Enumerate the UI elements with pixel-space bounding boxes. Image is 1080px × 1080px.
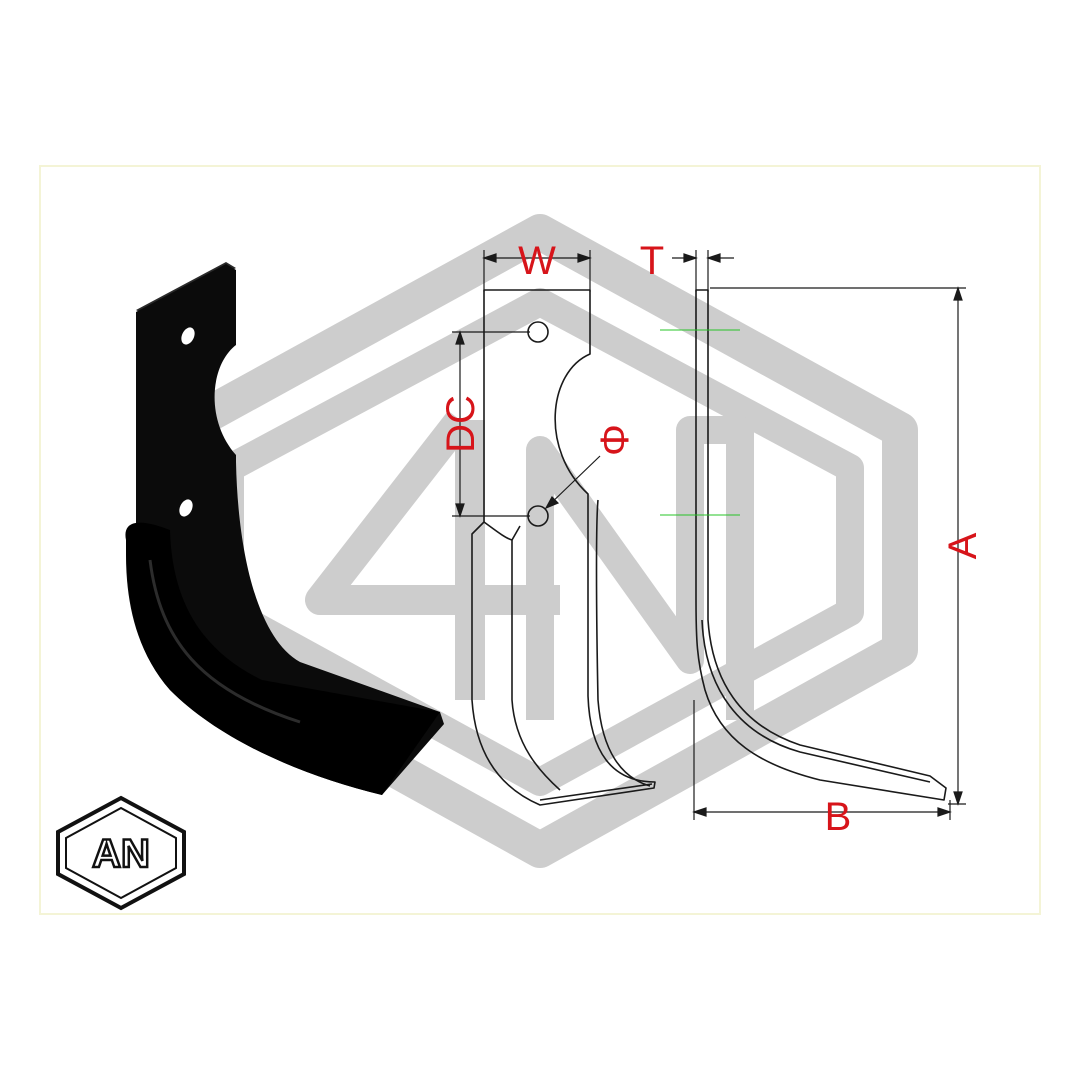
height-label: A [941, 532, 985, 559]
t-arrow-right [706, 253, 721, 263]
logo-hexagon-inner [65, 806, 177, 900]
thickness-label: T [640, 239, 664, 283]
front-view-inner-line-left [511, 540, 561, 791]
side-view-outline [695, 289, 947, 801]
blade-solid-view [125, 262, 444, 795]
front-view-inner-line-right [595, 499, 651, 787]
w-arrow-right [577, 253, 592, 263]
blade-front-view [471, 289, 656, 806]
dimension-labels: W T DC Φ A B [439, 239, 985, 839]
t-arrow-left [683, 253, 698, 263]
a-arrow-bottom [953, 791, 963, 806]
w-arrow-left [482, 253, 497, 263]
b-arrow-left [692, 807, 707, 817]
dc-arrow-top [455, 330, 465, 345]
hole-spacing-label: DC [439, 395, 483, 453]
front-view-notch [483, 521, 521, 541]
diameter-arrow [544, 496, 560, 510]
width-label: W [518, 239, 556, 283]
blade-hole-bottom [179, 499, 193, 517]
blade-side-view [660, 289, 947, 801]
logo-text: AN [92, 832, 150, 876]
a-arrow-top [953, 286, 963, 301]
blade-wing-highlight [148, 559, 301, 724]
side-view-inner-curve [701, 619, 931, 783]
blade-hole-top [181, 327, 195, 345]
b-arrow-right [937, 807, 952, 817]
company-logo: AN [56, 795, 186, 911]
watermark-letter-n [526, 416, 754, 720]
dimension-lines [452, 250, 966, 820]
hole-diameter-label: Φ [593, 424, 637, 456]
blade-wing [125, 522, 441, 795]
front-view-outline [471, 289, 656, 806]
front-view-edge-bottom [539, 783, 653, 801]
reach-label: B [825, 795, 852, 839]
dc-arrow-bottom [455, 503, 465, 518]
logo-hexagon-outer [56, 795, 186, 911]
